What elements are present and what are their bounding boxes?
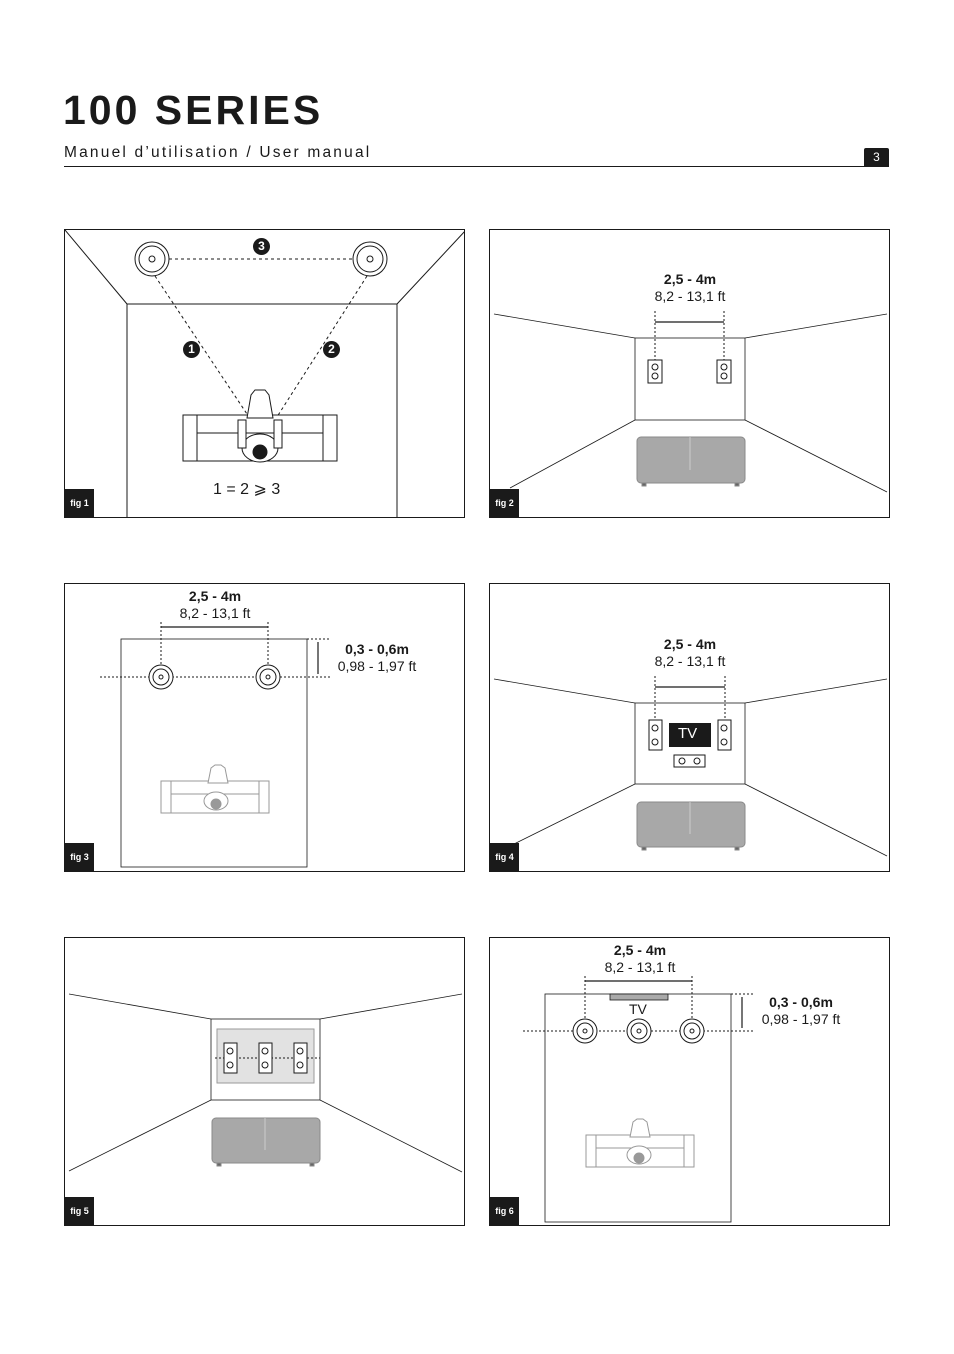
fig3-width-metric: 2,5 - 4m <box>188 588 242 604</box>
fig6-width-metric: 2,5 - 4m <box>613 942 667 958</box>
fig3-height-metric: 0,3 - 0,6m <box>345 641 409 657</box>
fig3-height-imperial: 0,98 - 1,97 ft <box>337 658 417 674</box>
fig3-room-topview <box>100 622 330 868</box>
fig2-speaker-left <box>647 359 663 384</box>
fig6-speaker-center <box>626 1018 652 1044</box>
fig6-speaker-right <box>679 1018 705 1044</box>
page-number-badge: 3 <box>864 148 889 166</box>
fig5-speaker-center <box>258 1042 273 1074</box>
fig6-tv-bar <box>609 993 669 1001</box>
figure-4: TV 2,5 - 4m 8,2 - 13,1 ft fig 4 <box>489 583 890 872</box>
fig5-speaker-right <box>293 1042 308 1074</box>
fig2-label: fig 2 <box>490 489 519 517</box>
fig5-sofa <box>211 1117 321 1167</box>
fig1-room-topview <box>65 230 464 517</box>
fig4-speaker-right <box>717 719 732 751</box>
fig1-speaker-right <box>352 241 388 277</box>
fig6-width-imperial: 8,2 - 13,1 ft <box>604 959 676 975</box>
fig3-width-imperial: 8,2 - 13,1 ft <box>179 605 251 621</box>
fig6-speaker-left <box>572 1018 598 1044</box>
page-title: 100 SERIES <box>63 87 324 133</box>
fig5-room-perspective <box>68 993 463 1173</box>
fig4-width-imperial: 8,2 - 13,1 ft <box>654 653 726 669</box>
figure-1: 3 1 2 1 = 2 ⩾ 3 fig 1 <box>64 229 465 518</box>
fig2-room-perspective <box>493 311 888 493</box>
fig3-listener <box>203 764 229 811</box>
figure-5: fig 5 <box>64 937 465 1226</box>
figure-2: 2,5 - 4m 8,2 - 13,1 ft fig 2 <box>489 229 890 518</box>
header-rule <box>64 166 889 167</box>
fig2-sofa <box>636 436 746 487</box>
fig5-speaker-left <box>223 1042 238 1074</box>
fig5-label: fig 5 <box>65 1197 94 1225</box>
fig4-sofa <box>636 801 746 851</box>
fig6-label: fig 6 <box>490 1197 519 1225</box>
fig4-center-speaker <box>673 754 706 768</box>
fig1-marker-1: 1 <box>183 341 200 358</box>
fig4-label: fig 4 <box>490 843 519 871</box>
fig2-speaker-right <box>716 359 732 384</box>
fig2-width-imperial: 8,2 - 13,1 ft <box>654 288 726 304</box>
fig3-speaker-right <box>255 664 281 690</box>
fig2-width-metric: 2,5 - 4m <box>663 271 717 287</box>
fig6-listener <box>626 1118 652 1165</box>
fig4-tv <box>669 723 711 747</box>
fig1-listener <box>237 389 283 463</box>
fig4-width-metric: 2,5 - 4m <box>663 636 717 652</box>
fig1-formula: 1 = 2 ⩾ 3 <box>213 481 281 498</box>
figure-3: 2,5 - 4m 8,2 - 13,1 ft 0,3 - 0,6m 0,98 -… <box>64 583 465 872</box>
fig1-marker-3: 3 <box>253 238 270 255</box>
fig6-tv-label: TV <box>629 1001 647 1017</box>
fig4-room-perspective <box>493 676 888 857</box>
fig4-tv-label: TV <box>678 725 698 742</box>
fig3-speaker-left <box>148 664 174 690</box>
page-subtitle: Manuel d’utilisation / User manual <box>64 144 372 161</box>
fig6-room-topview <box>523 976 755 1223</box>
fig4-speaker-left <box>648 719 663 751</box>
fig6-height-imperial: 0,98 - 1,97 ft <box>761 1011 841 1027</box>
fig1-speaker-left <box>134 241 170 277</box>
fig3-label: fig 3 <box>65 843 94 871</box>
fig1-label: fig 1 <box>65 489 94 517</box>
figure-6: TV 2,5 - 4m 8,2 - 13,1 ft 0,3 - 0,6m 0,9… <box>489 937 890 1226</box>
fig6-height-metric: 0,3 - 0,6m <box>769 994 833 1010</box>
fig1-marker-2: 2 <box>323 341 340 358</box>
